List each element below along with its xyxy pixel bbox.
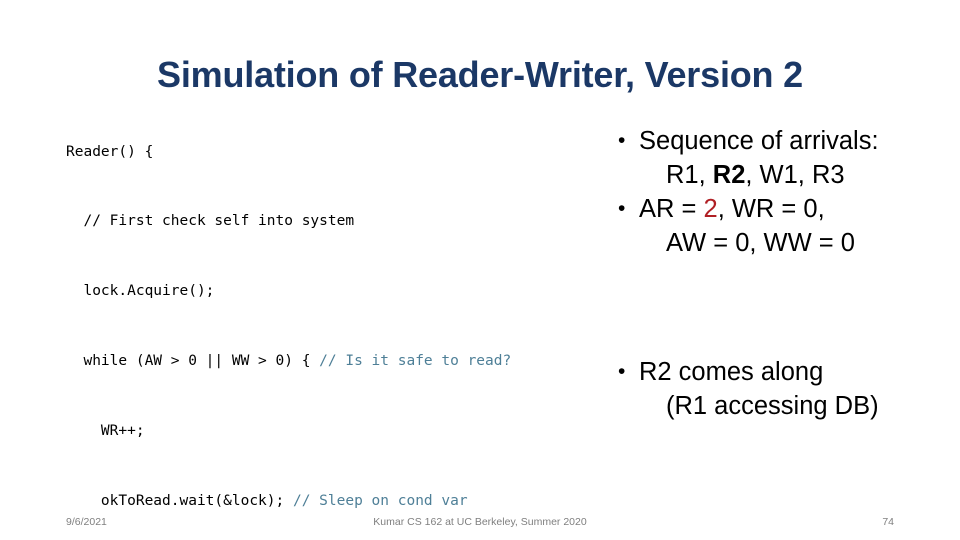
code-block: Reader() { // First check self into syst…: [66, 94, 646, 540]
sequence-highlight: R2: [712, 161, 746, 189]
bullet-list-state: Sequence of arrivals: R1, R2, W1, R3 AR …: [612, 124, 952, 260]
code-text: WR++;: [66, 423, 145, 440]
code-comment: // Is it safe to read?: [319, 353, 512, 370]
footer-date: 9/6/2021: [66, 516, 107, 528]
sequence-prefix: R1,: [666, 161, 713, 189]
counters-line-1: AR = 2, WR = 0,: [639, 195, 825, 223]
bullet-event: R2 comes along (R1 accessing DB): [612, 355, 952, 423]
sequence-suffix: , W1, R3: [745, 161, 845, 189]
counters-suffix: , WR = 0,: [717, 195, 825, 223]
footer-attribution: Kumar CS 162 at UC Berkeley, Summer 2020: [373, 516, 587, 528]
bullet-arrivals: Sequence of arrivals: R1, R2, W1, R3: [612, 124, 952, 192]
code-text: // First check self into system: [66, 213, 355, 230]
code-line: okToRead.wait(&lock); // Sleep on cond v…: [66, 490, 646, 513]
code-text: Reader() {: [66, 143, 154, 160]
code-line: Reader() {: [66, 141, 646, 164]
page-title: Simulation of Reader-Writer, Version 2: [157, 54, 803, 95]
bullet-list-event: R2 comes along (R1 accessing DB): [612, 355, 952, 423]
counters-line-2: AW = 0, WW = 0: [666, 229, 855, 257]
bullet-counters: AR = 2, WR = 0, AW = 0, WW = 0: [612, 192, 952, 260]
bullet-arrivals-sequence: R1, R2, W1, R3: [639, 158, 952, 192]
counter-ar-value: 2: [703, 195, 718, 223]
code-text: lock.Acquire();: [66, 283, 215, 300]
code-text: while (AW > 0 || WW > 0) {: [66, 353, 320, 370]
code-line: lock.Acquire();: [66, 280, 646, 303]
code-comment: // Sleep on cond var: [292, 493, 468, 510]
bullet-arrivals-label: Sequence of arrivals:: [639, 127, 879, 155]
code-text: okToRead.wait(&lock);: [66, 493, 293, 510]
counters-prefix: AR =: [639, 195, 704, 223]
code-line: while (AW > 0 || WW > 0) { // Is it safe…: [66, 350, 646, 373]
code-line: // First check self into system: [66, 210, 646, 233]
footer-page-number: 74: [882, 516, 894, 528]
event-line-1: R2 comes along: [639, 358, 824, 386]
code-line: WR++;: [66, 420, 646, 443]
event-line-2: (R1 accessing DB): [666, 392, 879, 420]
